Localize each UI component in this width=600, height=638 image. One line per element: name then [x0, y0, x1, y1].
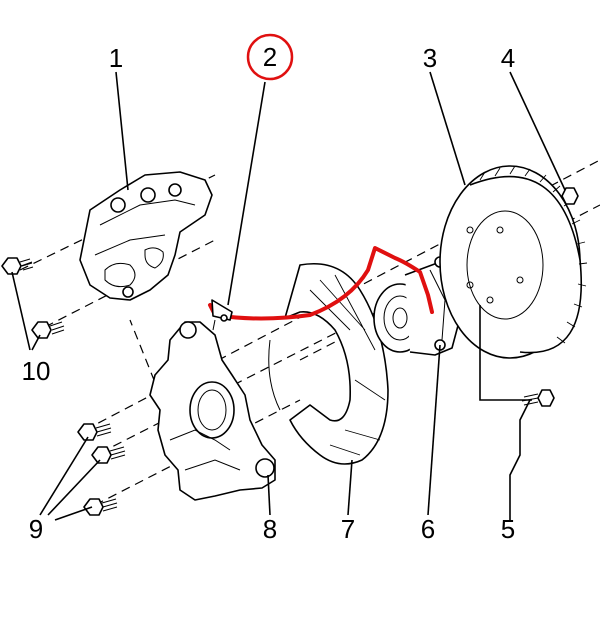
leader-4 [509, 71, 566, 191]
knuckle-bolt-bottom [83, 498, 118, 516]
leader-8 [267, 474, 271, 516]
leader-6 [427, 344, 441, 516]
leader-2 [227, 81, 266, 306]
brake-caliper [79, 171, 213, 301]
callout-8: 8 [263, 514, 277, 544]
leader-9c [54, 506, 93, 521]
caliper-bolt-upper [1, 257, 34, 275]
callout-2: 2 [263, 42, 277, 72]
callout-7: 7 [341, 514, 355, 544]
leader-1 [115, 71, 129, 191]
callout-1: 1 [109, 43, 123, 73]
callout-4: 4 [501, 43, 515, 73]
brake-splash-shield [268, 263, 389, 465]
leader-5 [509, 399, 531, 520]
caliper-bolt-lower [31, 321, 65, 339]
callout-5: 5 [501, 514, 515, 544]
leader-10a [11, 271, 31, 351]
hub-mounting-bolt [521, 389, 555, 407]
callout-numbers: 1 2 3 4 5 6 7 8 9 10 [22, 42, 516, 544]
callout-10: 10 [22, 356, 51, 386]
brake-rotor [439, 165, 588, 359]
leader-9b [47, 459, 101, 516]
steering-knuckle [149, 321, 276, 501]
rotor-retainer-nut [561, 187, 579, 205]
leader-5-bracket [479, 305, 532, 401]
leader-7 [347, 459, 353, 516]
wheel-speed-sensor-harness [208, 246, 434, 331]
leader-3 [429, 71, 466, 186]
callout-6: 6 [421, 514, 435, 544]
leader-10b [31, 334, 41, 351]
callout-2-highlight-circle [246, 33, 294, 81]
knuckle-bolt-middle [91, 446, 126, 464]
callout-3: 3 [423, 43, 437, 73]
knuckle-bolt-top [77, 423, 112, 441]
leader-lines [11, 71, 566, 521]
leader-9a [39, 436, 89, 516]
callout-9: 9 [29, 514, 43, 544]
